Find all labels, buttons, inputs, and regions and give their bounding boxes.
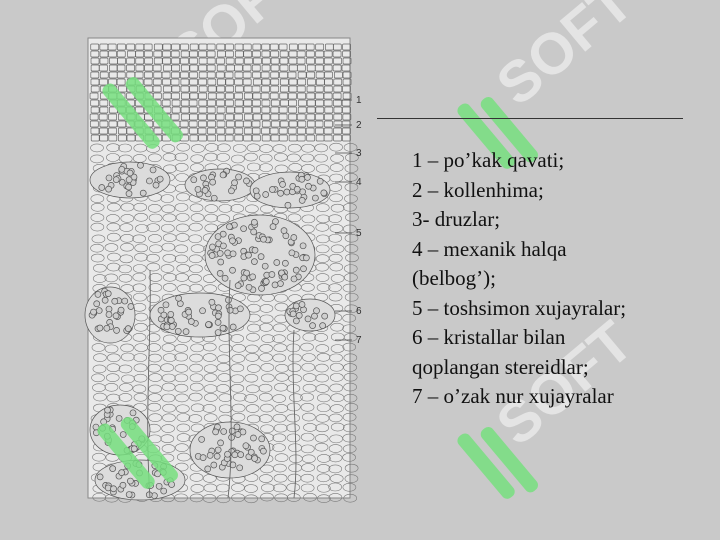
legend-line: 4 – mexanik halqa [412, 236, 567, 261]
medullary-ray-lines [147, 269, 297, 499]
legend-line: qoplangan stereidlar; [412, 354, 589, 379]
legend-line: 6 – kristallar bilan [412, 325, 566, 349]
sclereid-groups [84, 161, 336, 501]
legend-line: 7 – o’zak nur xujayralar [412, 384, 614, 408]
callouts: 1 2 3 4 5 6 7 [335, 95, 362, 346]
callout-5: 5 [356, 228, 362, 239]
callout-6: 6 [356, 306, 362, 317]
figure-legend: 1 – po’kak qavati; 2 – kollenhima; 3- dr… [412, 146, 692, 412]
watermark-logo-icon-3 [97, 416, 178, 489]
watermark-logo-icon-2 [457, 96, 538, 169]
legend-line: 3- druzlar; [412, 207, 501, 231]
callout-4: 4 [356, 177, 362, 188]
watermark-logo-icon-1 [102, 76, 183, 149]
legend-line: (belbog’); [412, 266, 496, 290]
callout-1: 1 [356, 95, 362, 106]
legend-line: 5 – toshsimon xujayralar; [412, 295, 627, 320]
callout-3: 3 [356, 148, 362, 159]
watermark-logo-icon-4 [457, 426, 538, 499]
divider-line [377, 118, 683, 119]
legend-line: 1 – po’kak qavati; [412, 148, 565, 172]
callout-2: 2 [356, 120, 362, 131]
callout-7: 7 [356, 335, 362, 346]
legend-line: 2 – kollenhima; [412, 177, 544, 202]
